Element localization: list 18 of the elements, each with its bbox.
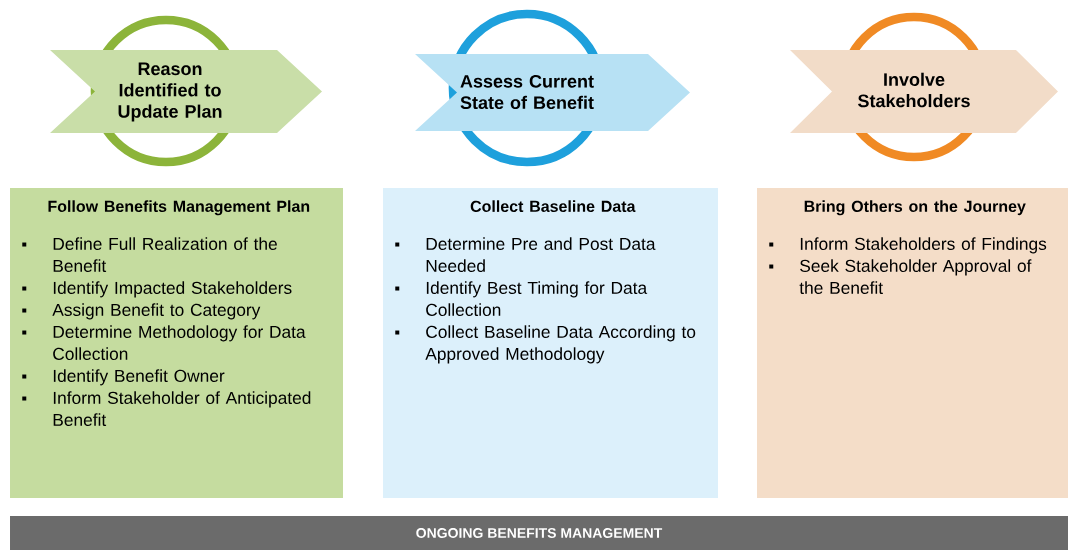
bullet-item: Inform Stakeholder of Anticipated Benefit (22, 391, 311, 426)
chevron-ring-drawing: Reason Identified to Update Plan (50, 15, 322, 167)
bullet-item: Inform Stakeholders of Findings (769, 237, 1047, 254)
panel-heading: Collect Baseline Data (470, 200, 636, 212)
bullet-item: Determine Methodology for Data Collection (22, 325, 306, 360)
chevron-ring-drawing: Assess Current State of Benefit (415, 9, 690, 167)
chevron-ring-drawing: Involve Stakeholders (790, 12, 1058, 162)
bullet-item: Determine Pre and Post Data Needed (395, 237, 656, 272)
panel-heading: Follow Benefits Management Plan (48, 200, 310, 216)
footer-bar: ONGOING BENEFITS MANAGEMENT (10, 516, 1068, 550)
bullet-item: Assign Benefit to Category (22, 303, 261, 320)
bullet-item: Identify Best Timing for Data Collection (395, 281, 648, 316)
bullet-item: Identify Benefit Owner (22, 369, 225, 386)
bullet-item: Seek Stakeholder Approval of the Benefit (769, 259, 1032, 294)
bullet-item: Identify Impacted Stakeholders (22, 281, 292, 298)
panel-heading: Bring Others on the Journey (804, 200, 1026, 216)
bullet-item: Define Full Realization of the Benefit (22, 237, 277, 272)
bullet-item: Collect Baseline Data According to Approved Methodology (395, 325, 696, 364)
